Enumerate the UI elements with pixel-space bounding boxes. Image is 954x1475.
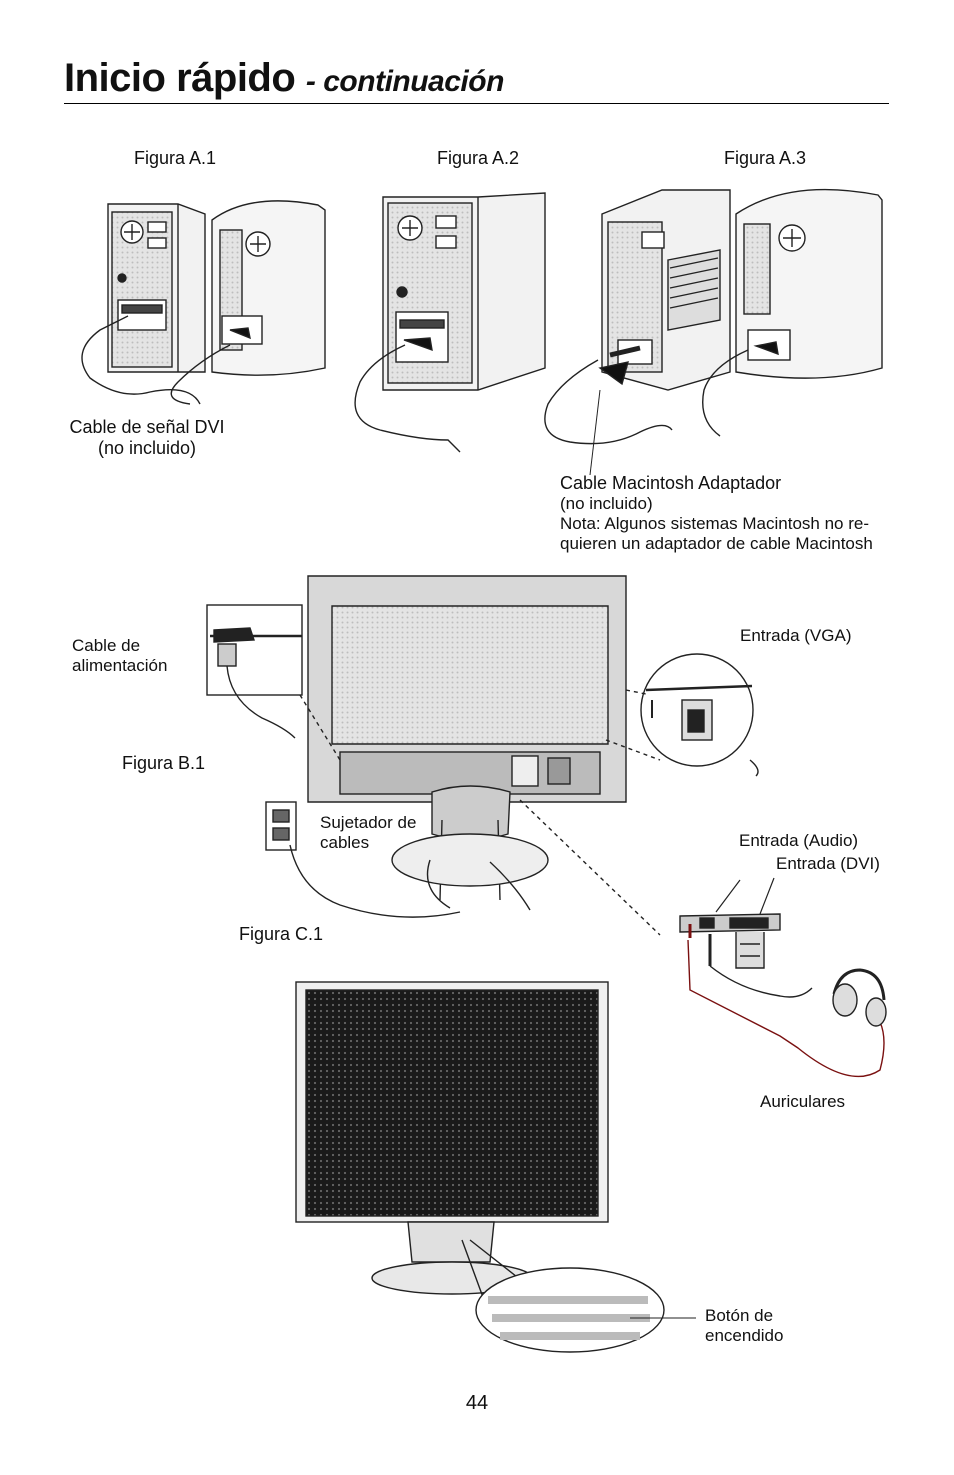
monitor-rear-drawing: [206, 575, 887, 1078]
cable-clamp-label-line2: cables: [320, 833, 370, 852]
figure-a1-label: Figura A.1: [134, 148, 217, 168]
audio-input-label: Entrada (Audio): [739, 831, 859, 850]
power-cable-label-line1: Cable de: [72, 636, 141, 655]
title-rule: [64, 103, 889, 104]
mac-adapter-note-line1: Nota: Algunos sistemas Macintosh no re-: [560, 514, 869, 533]
mac-adapter-label-line2: (no incluido): [560, 494, 653, 513]
mac-adapter-label-line1: Cable Macintosh Adaptador: [560, 473, 782, 493]
figure-a3-label: Figura A.3: [724, 148, 807, 168]
power-button-label: Botón de encendido: [705, 1306, 783, 1346]
dvi-cable-label-line2: (no incluido): [97, 438, 197, 458]
dvi-cable-label: Cable de señal DVI (no incluido): [66, 417, 228, 459]
power-button-label-line2: encendido: [705, 1326, 784, 1345]
page-title: Inicio rápido - continuación: [64, 58, 504, 98]
power-cable-label: Cable de alimentación: [72, 636, 167, 676]
vga-input-label: Entrada (VGA): [740, 626, 852, 645]
figure-a3-drawing: [544, 188, 883, 476]
figure-b1-label: Figura B.1: [122, 753, 206, 773]
headphones-label: Auriculares: [760, 1092, 846, 1111]
title-main: Inicio rápido: [64, 56, 296, 100]
figure-a2-drawing: [354, 192, 546, 453]
cable-clamp-label-line1: Sujetador de: [320, 813, 417, 832]
page-number: 44: [465, 1392, 489, 1414]
dvi-input-label: Entrada (DVI): [776, 854, 880, 873]
power-cable-label-line2: alimentación: [72, 656, 168, 675]
mac-adapter-note-line2: quieren un adaptador de cable Macintosh: [560, 534, 873, 553]
figure-c1-label: Figura C.1: [239, 924, 324, 944]
dvi-cable-label-line1: Cable de señal DVI: [69, 417, 225, 437]
title-subtitle: - continuación: [305, 65, 505, 98]
monitor-front-drawing: [295, 981, 696, 1353]
figure-a1-drawing: [81, 200, 326, 405]
figure-a2-label: Figura A.2: [437, 148, 520, 168]
power-button-label-line1: Botón de: [705, 1306, 774, 1325]
cable-clamp-label: Sujetador de cables: [320, 813, 416, 853]
mac-adapter-label: Cable Macintosh Adaptador (no incluido) …: [560, 473, 873, 554]
